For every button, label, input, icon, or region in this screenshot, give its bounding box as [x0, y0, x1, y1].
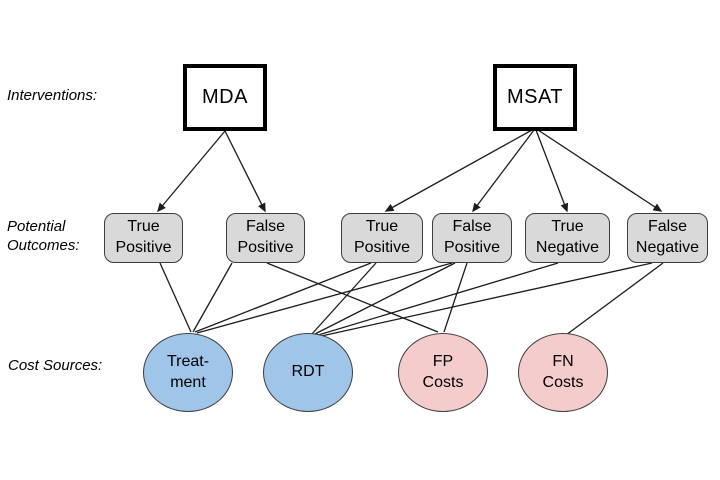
node-label: True Positive: [353, 218, 411, 256]
node-label: FP Costs: [422, 352, 464, 391]
edge-fp2-fp_costs: [443, 262, 468, 333]
edge-msat-fp2: [472, 129, 535, 213]
edge-msat-fn: [537, 129, 663, 212]
edge-msat-tn: [535, 129, 569, 213]
node-fp-costs: FP Costs: [398, 333, 488, 412]
row-label-potential-outcomes: Potential Outcomes:: [7, 218, 80, 254]
node-label: True Negative: [535, 218, 600, 256]
node-mda: MDA: [183, 64, 267, 131]
edge-fn-fn_costs: [565, 262, 664, 336]
edge-tp2-rdt: [310, 262, 377, 336]
edge-tp2-treatment: [194, 262, 372, 333]
node-label: True Positive: [115, 218, 172, 256]
edge-fp2-rdt: [312, 262, 456, 336]
node-msat-true-positive: True Positive: [341, 213, 423, 263]
edge-msat-tp2: [384, 129, 533, 212]
node-mda-true-positive: True Positive: [104, 213, 183, 263]
node-rdt-cost: RDT: [263, 333, 353, 412]
node-msat: MSAT: [493, 64, 577, 131]
node-mda-false-positive: False Positive: [226, 213, 305, 263]
edge-tp1-treatment: [159, 262, 192, 333]
node-fn-costs: FN Costs: [518, 333, 608, 412]
node-label: FN Costs: [542, 352, 584, 391]
edge-fp2-treatment: [196, 262, 453, 334]
node-label: False Positive: [237, 218, 294, 256]
node-label: False Positive: [443, 218, 501, 256]
edge-tn-rdt: [314, 262, 559, 337]
row-label-interventions: Interventions:: [7, 87, 98, 104]
node-label: False Negative: [635, 218, 700, 256]
node-msat-false-negative: False Negative: [627, 213, 708, 263]
node-label: RDT: [291, 363, 325, 381]
node-msat-false-positive: False Positive: [432, 213, 512, 263]
node-label: Treat-ment: [166, 352, 210, 391]
edge-fn-rdt: [316, 262, 653, 338]
edge-fp1-treatment: [192, 262, 233, 333]
edge-mda-fp1: [224, 130, 266, 213]
edge-fp1-fp_costs: [266, 262, 439, 333]
edge-mda-tp1: [157, 130, 226, 213]
node-treatment-cost: Treat-ment: [143, 333, 233, 412]
row-label-cost-sources: Cost Sources:: [8, 357, 103, 374]
node-msat-true-negative: True Negative: [525, 213, 610, 263]
